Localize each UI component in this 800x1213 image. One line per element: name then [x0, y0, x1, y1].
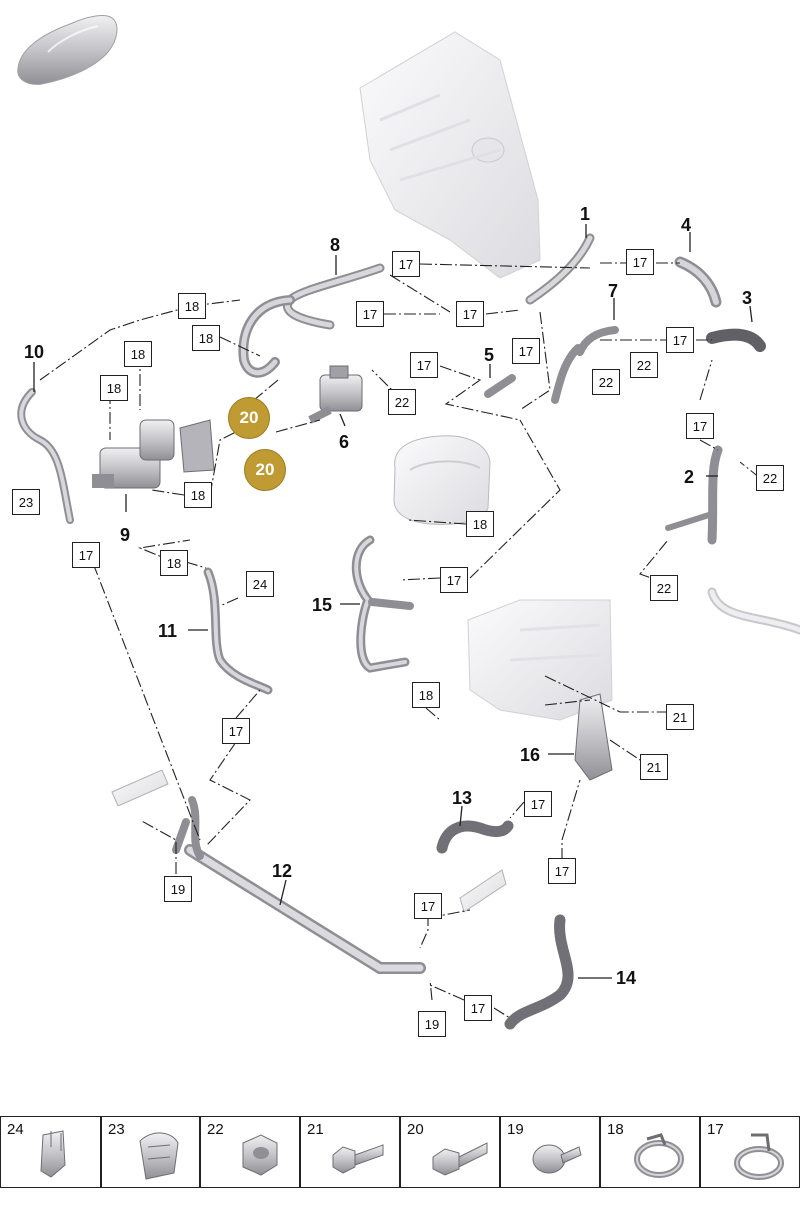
hoses [17, 233, 800, 1030]
ref-box-17[interactable]: 17 [222, 718, 250, 744]
ref-box-18[interactable]: 18 [178, 293, 206, 319]
ref-box-17[interactable]: 17 [414, 893, 442, 919]
legend-label: 21 [307, 1121, 324, 1138]
callout-leaders [33, 224, 753, 979]
expanding-rivet-19-icon [532, 1144, 582, 1174]
ref-box-23[interactable]: 23 [12, 489, 40, 515]
ref-box-17[interactable]: 17 [392, 251, 420, 277]
callout-5: 5 [484, 345, 495, 365]
body-panel-front [359, 31, 541, 279]
legend-cell-20[interactable]: 20 [400, 1116, 500, 1188]
ref-box-18[interactable]: 18 [192, 325, 220, 351]
callout-6: 6 [339, 432, 350, 452]
ref-box-17[interactable]: 17 [548, 858, 576, 884]
legend-label: 18 [607, 1121, 624, 1138]
ref-box-22[interactable]: 22 [630, 352, 658, 378]
callout-11: 11 [158, 621, 178, 641]
legend-cell-17[interactable]: 17 [700, 1116, 800, 1188]
clip-23-icon [139, 1132, 179, 1180]
ref-box-18[interactable]: 18 [124, 341, 152, 367]
ref-box-17[interactable]: 17 [524, 791, 552, 817]
clip-19-right [459, 869, 507, 913]
ref-box-18[interactable]: 18 [184, 482, 212, 508]
ref-box-18[interactable]: 18 [100, 375, 128, 401]
ref-box-17[interactable]: 17 [666, 327, 694, 353]
legend-cell-24[interactable]: 24 [0, 1116, 101, 1188]
callout-14: 14 [616, 968, 637, 988]
nut-22-icon [242, 1134, 278, 1176]
hose-clamp-17-icon [734, 1133, 784, 1180]
ref-box-17[interactable]: 17 [410, 352, 438, 378]
ref-box-22[interactable]: 22 [650, 575, 678, 601]
coolant-pump [92, 419, 215, 489]
clip-19-left [111, 769, 169, 807]
legend-cell-23[interactable]: 23 [101, 1116, 200, 1188]
ref-box-22[interactable]: 22 [756, 465, 784, 491]
callout-12: 12 [272, 861, 293, 881]
legend-cell-19[interactable]: 19 [500, 1116, 600, 1188]
callout-13: 13 [452, 788, 473, 808]
ref-box-21[interactable]: 21 [666, 704, 694, 730]
callout-2: 2 [684, 467, 695, 487]
legend-label: 20 [407, 1121, 424, 1138]
ref-box-17[interactable]: 17 [72, 542, 100, 568]
ref-box-18[interactable]: 18 [412, 682, 440, 708]
car-thumbnail-icon [17, 15, 118, 85]
callout-3: 3 [742, 288, 753, 308]
ref-box-17[interactable]: 17 [440, 567, 468, 593]
badge-20[interactable]: 20 [244, 449, 286, 491]
legend-cell-21[interactable]: 21 [300, 1116, 400, 1188]
callout-16: 16 [520, 745, 541, 765]
legend-label: 19 [507, 1121, 524, 1138]
ref-box-17[interactable]: 17 [686, 413, 714, 439]
ref-box-22[interactable]: 22 [388, 389, 416, 415]
ref-box-18[interactable]: 18 [160, 550, 188, 576]
legend-label: 24 [7, 1121, 24, 1138]
ref-box-17[interactable]: 17 [512, 338, 540, 364]
badge-20[interactable]: 20 [228, 397, 270, 439]
clip-24-icon [40, 1130, 66, 1178]
bolt-20-icon [432, 1142, 488, 1176]
legend-label: 22 [207, 1121, 224, 1138]
callout-7: 7 [608, 281, 619, 301]
bracket-16 [574, 693, 613, 781]
ref-box-19[interactable]: 19 [164, 876, 192, 902]
parts-legend: 24 23 22 21 [0, 1116, 800, 1188]
ref-box-17[interactable]: 17 [464, 995, 492, 1021]
callout-10: 10 [24, 342, 45, 362]
legend-cell-18[interactable]: 18 [600, 1116, 700, 1188]
ref-box-17[interactable]: 17 [356, 301, 384, 327]
callout-9: 9 [120, 525, 131, 545]
ref-box-22[interactable]: 22 [592, 369, 620, 395]
callout-15: 15 [312, 595, 333, 615]
ref-box-19[interactable]: 19 [418, 1011, 446, 1037]
ref-box-18[interactable]: 18 [466, 511, 494, 537]
valve-6 [308, 365, 363, 424]
callout-1: 1 [580, 204, 591, 224]
ref-box-24[interactable]: 24 [246, 571, 274, 597]
legend-cell-22[interactable]: 22 [200, 1116, 300, 1188]
bolt-21-icon [332, 1144, 384, 1174]
diagram-art [17, 15, 800, 1030]
ref-box-21[interactable]: 21 [640, 754, 668, 780]
legend-label: 17 [707, 1121, 724, 1138]
legend-label: 23 [108, 1121, 125, 1138]
callout-8: 8 [330, 235, 341, 255]
callout-4: 4 [681, 215, 692, 235]
ref-box-17[interactable]: 17 [626, 249, 654, 275]
ref-box-17[interactable]: 17 [456, 301, 484, 327]
hose-clamp-18-icon [634, 1133, 684, 1178]
